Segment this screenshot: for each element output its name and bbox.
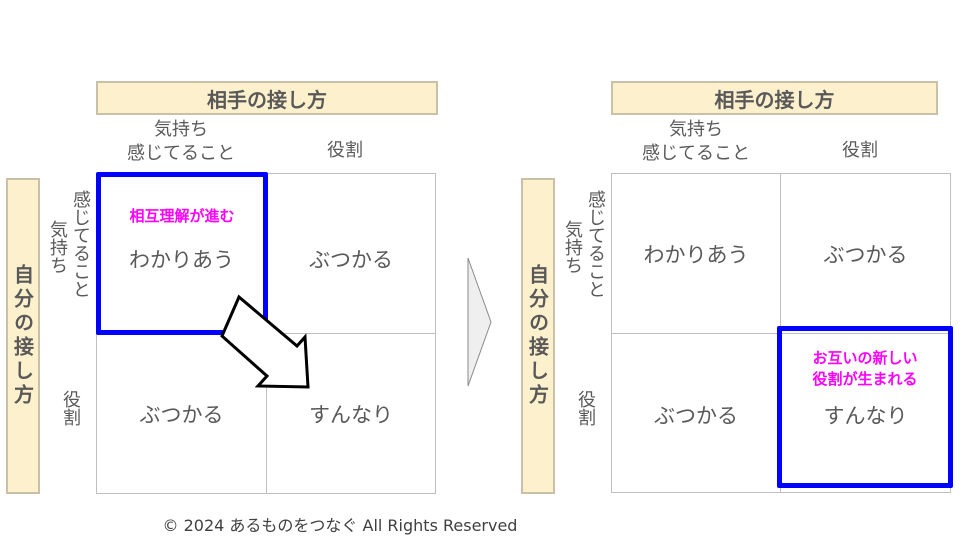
col-label-line2: 感じてること xyxy=(127,143,235,164)
copyright-footer: © 2024 あるものをつなぐ All Rights Reserved xyxy=(162,516,518,535)
cell-role-feel: ぶつかる xyxy=(611,333,781,493)
cell-role-role: すんなり xyxy=(780,333,951,493)
cell-text: ぶつかる xyxy=(139,402,224,427)
cell-role-feel: ぶつかる xyxy=(96,333,267,494)
row-label-feelings-a: 感じてること xyxy=(70,190,91,298)
chevron-right-icon xyxy=(467,257,492,387)
cell-text: ぶつかる xyxy=(309,247,393,272)
cell-feel-feel: わかりあう xyxy=(96,173,267,334)
col-label-line2: 感じてること xyxy=(642,143,750,164)
row-label-feelings-b: 気持ち xyxy=(47,220,68,274)
row-label-feelings-a: 感じてること xyxy=(585,190,606,298)
col-label-feelings: 気持ち 感じてること xyxy=(615,118,777,166)
cell-feel-role: ぶつかる xyxy=(780,173,951,334)
cell-feel-feel: わかりあう xyxy=(611,173,781,334)
cell-text: すんなり xyxy=(309,402,393,427)
col-label-line1: 気持ち xyxy=(154,119,208,140)
highlight-box-left xyxy=(96,172,268,335)
row-label-feelings-b: 気持ち xyxy=(562,220,583,274)
cell-text: すんなり xyxy=(823,404,908,428)
col-label-role: 役割 xyxy=(327,140,363,161)
row-label-role: 役割 xyxy=(575,390,596,426)
side-header-right: 自分の接し方 xyxy=(521,178,555,494)
col-label-feelings: 気持ち 感じてること xyxy=(100,118,262,166)
cell-text: わかりあう xyxy=(129,247,234,272)
cell-text: ぶつかる xyxy=(823,242,908,267)
side-header-left: 自分の接し方 xyxy=(6,178,40,494)
highlight-box-right xyxy=(777,326,953,488)
highlight-note-left: 相互理解が進む xyxy=(129,207,235,225)
top-header-left: 相手の接し方 xyxy=(96,81,438,115)
arrow-shape xyxy=(220,294,310,389)
col-label-line1: 気持ち xyxy=(669,119,723,140)
row-label-role: 役割 xyxy=(60,390,81,426)
highlight-note-right: お互いの新しい 役割が生まれる xyxy=(780,348,950,390)
cell-text: ぶつかる xyxy=(654,404,738,428)
note-line1: お互いの新しい xyxy=(812,349,918,367)
cell-text: わかりあう xyxy=(643,242,749,267)
note-line2: 役割が生まれる xyxy=(812,370,918,388)
cell-role-role: すんなり xyxy=(266,333,436,494)
diagonal-arrow-icon xyxy=(220,294,310,389)
top-header-right: 相手の接し方 xyxy=(611,81,938,115)
col-label-role: 役割 xyxy=(842,140,878,161)
chevron-shape xyxy=(467,257,492,387)
